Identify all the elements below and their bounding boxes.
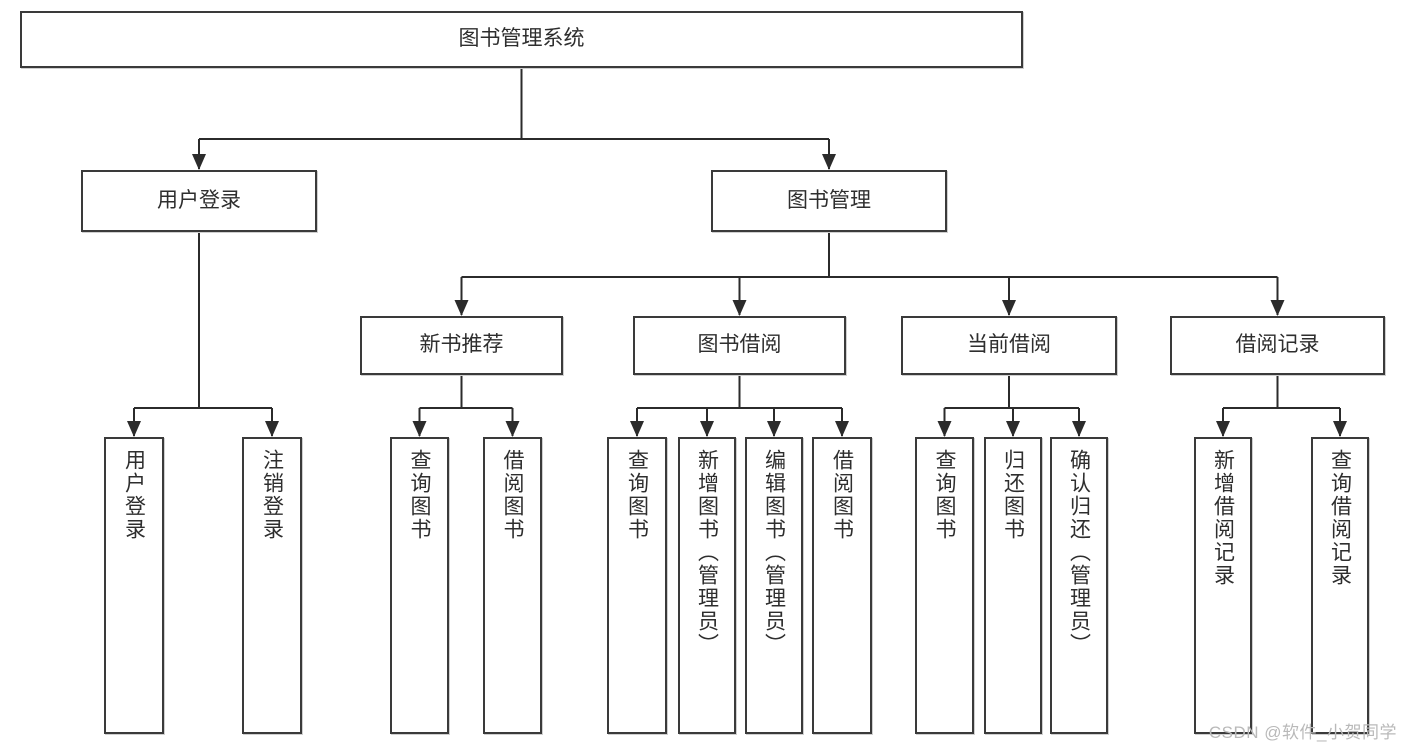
node-label: 新增图书（管理员）: [695, 449, 719, 656]
arrow-head-borrow: [732, 300, 747, 316]
arrow-head-n2: [505, 421, 520, 437]
node-b4[interactable]: 借阅图书: [812, 437, 872, 734]
node-label: 用户登录: [157, 188, 241, 212]
node-label: 图书管理系统: [458, 27, 585, 51]
node-borrow[interactable]: 图书借阅: [633, 316, 846, 375]
arrow-head-b3: [767, 421, 781, 437]
arrow-head-r1: [1216, 421, 1230, 437]
arrow-head-b4: [835, 421, 849, 437]
arrow-head-b2: [700, 421, 714, 437]
node-newbook[interactable]: 新书推荐: [360, 316, 563, 375]
node-r2[interactable]: 查询借阅记录: [1311, 437, 1369, 734]
node-label: 确认归还（管理员）: [1067, 449, 1091, 656]
arrow-head-current: [1002, 300, 1016, 316]
node-label: 借阅图书: [830, 449, 854, 541]
arrow-head-c1: [937, 421, 952, 437]
node-root[interactable]: 图书管理系统: [20, 11, 1023, 68]
arrow-head-records: [1270, 300, 1285, 316]
node-r1[interactable]: 新增借阅记录: [1194, 437, 1252, 734]
arrow-head-r2: [1333, 421, 1347, 437]
node-l2[interactable]: 注销登录: [242, 437, 302, 734]
node-c1[interactable]: 查询图书: [915, 437, 974, 734]
node-label: 图书管理: [787, 188, 871, 212]
node-label: 归还图书: [1001, 449, 1025, 541]
node-label: 查询图书: [625, 449, 649, 541]
node-label: 用户登录: [122, 449, 146, 541]
arrow-head-l1: [127, 421, 141, 437]
node-label: 借阅图书: [501, 449, 524, 541]
node-label: 图书借阅: [697, 333, 782, 357]
node-n2[interactable]: 借阅图书: [483, 437, 542, 734]
arrow-head-b1: [630, 421, 644, 437]
node-label: 借阅记录: [1235, 333, 1320, 357]
arrow-head-login: [192, 154, 206, 170]
node-l1[interactable]: 用户登录: [104, 437, 164, 734]
node-label: 编辑图书（管理员）: [762, 449, 786, 656]
node-label: 注销登录: [260, 449, 284, 541]
node-login[interactable]: 用户登录: [81, 170, 317, 232]
node-records[interactable]: 借阅记录: [1170, 316, 1385, 375]
arrow-head-n1: [412, 421, 427, 437]
node-label: 查询借阅记录: [1328, 449, 1352, 587]
node-label: 当前借阅: [967, 333, 1051, 357]
node-bookmgmt[interactable]: 图书管理: [711, 170, 947, 232]
arrow-head-l2: [265, 421, 279, 437]
node-label: 新书推荐: [419, 333, 504, 357]
arrow-head-newbook: [454, 300, 469, 316]
node-label: 查询图书: [408, 449, 431, 541]
node-b3[interactable]: 编辑图书（管理员）: [745, 437, 803, 734]
watermark-label: CSDN @软件_小贺同学: [1208, 723, 1397, 742]
arrow-head-c3: [1072, 421, 1086, 437]
arrow-head-bookmgmt: [822, 154, 836, 170]
node-c3[interactable]: 确认归还（管理员）: [1050, 437, 1108, 734]
node-n1[interactable]: 查询图书: [390, 437, 449, 734]
node-b2[interactable]: 新增图书（管理员）: [678, 437, 736, 734]
arrow-head-c2: [1006, 421, 1020, 437]
node-c2[interactable]: 归还图书: [984, 437, 1042, 734]
node-current[interactable]: 当前借阅: [901, 316, 1117, 375]
node-label: 新增借阅记录: [1211, 449, 1235, 587]
node-b1[interactable]: 查询图书: [607, 437, 667, 734]
node-label: 查询图书: [933, 449, 956, 541]
